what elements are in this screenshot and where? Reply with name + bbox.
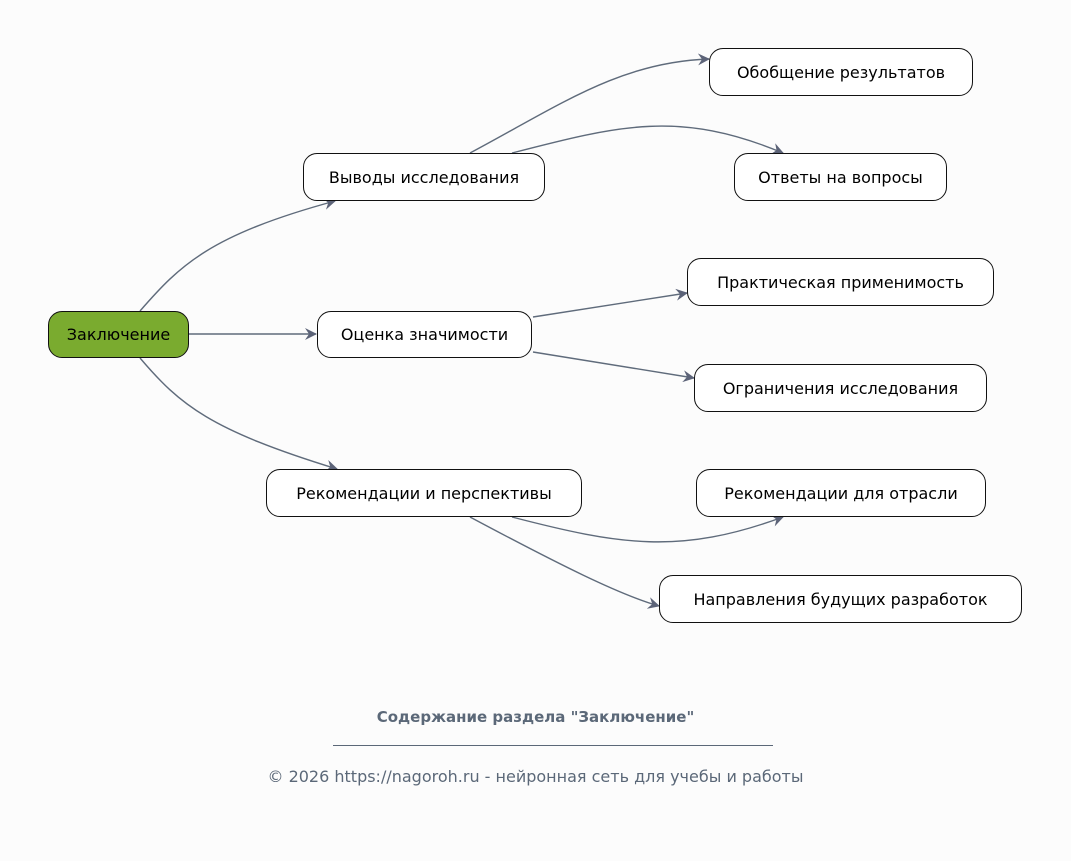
copyright-text: © 2026 https://nagoroh.ru - нейронная се… <box>267 767 804 786</box>
edge-root-to-recommendations <box>139 357 338 472</box>
root-node[interactable]: Заключение <box>48 311 189 358</box>
edge-conclusions-to-answers <box>511 125 784 155</box>
diagram-caption: Содержание раздела "Заключение" <box>376 708 695 726</box>
leaf-node-future[interactable]: Направления будущих разработок <box>659 575 1022 623</box>
leaf-node-industry[interactable]: Рекомендации для отрасли <box>696 469 986 517</box>
caption-divider <box>333 745 773 746</box>
edge-significance-to-practical <box>532 288 688 318</box>
branch-node-conclusions[interactable]: Выводы исследования <box>303 153 545 201</box>
edge-recommendations-to-future <box>469 516 660 609</box>
leaf-node-limitations[interactable]: Ограничения исследования <box>694 364 987 412</box>
edge-root-to-conclusions <box>139 198 336 312</box>
leaf-node-answers[interactable]: Ответы на вопросы <box>734 153 947 201</box>
edge-significance-to-limitations <box>532 351 695 383</box>
edge-conclusions-to-summary <box>469 53 710 154</box>
leaf-node-summary[interactable]: Обобщение результатов <box>709 48 973 96</box>
edge-recommendations-to-industry <box>511 515 784 543</box>
branch-node-recommendations[interactable]: Рекомендации и перспективы <box>266 469 582 517</box>
branch-node-significance[interactable]: Оценка значимости <box>317 311 532 358</box>
leaf-node-practical[interactable]: Практическая применимость <box>687 258 994 306</box>
